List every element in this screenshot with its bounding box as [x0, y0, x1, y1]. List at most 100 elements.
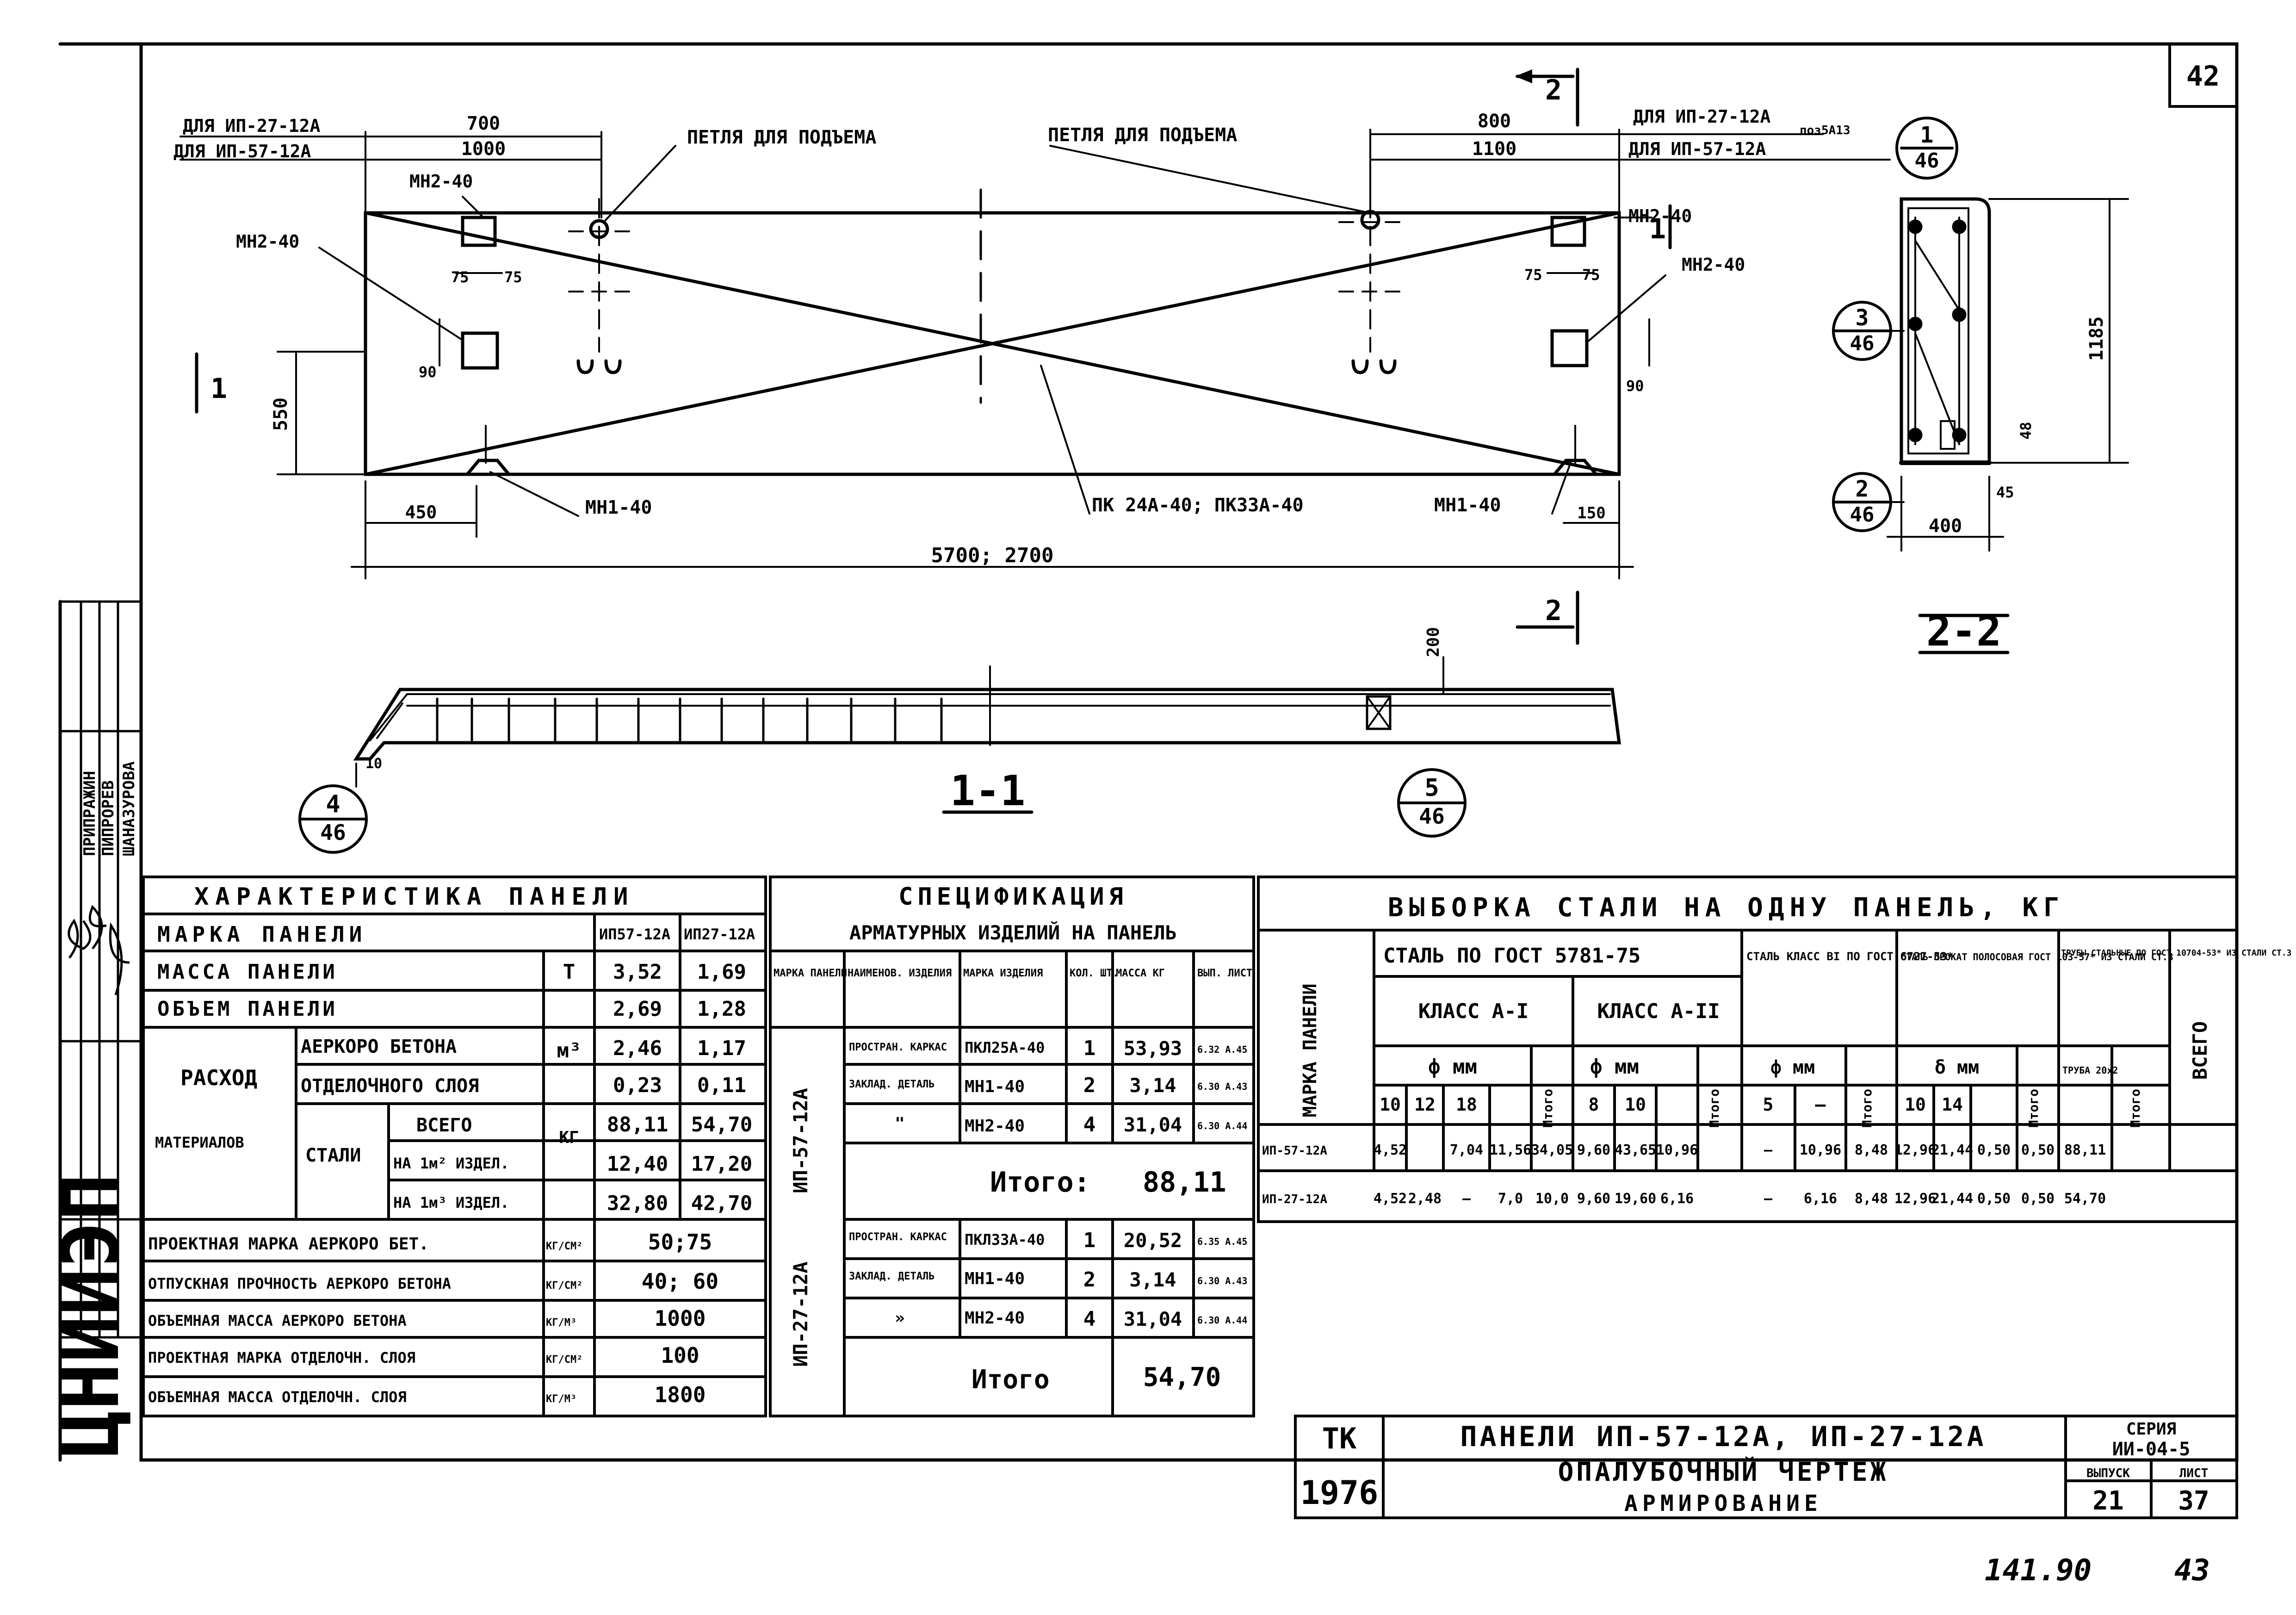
- char-finish-grade-value: 100: [661, 1343, 699, 1368]
- title-line-1: ПАНЕЛИ ИП-57-12А, ИП-27-12А: [1460, 1421, 1986, 1453]
- char-volume-57: 2,69: [613, 997, 662, 1021]
- steel-r1-c14: 0,50: [1977, 1191, 2011, 1207]
- steel-itogo-2: Итого: [1707, 1089, 1722, 1128]
- spec-g2-total-label: Итого: [972, 1365, 1050, 1395]
- spec-g1-r0-c2: 1: [1083, 1037, 1096, 1060]
- dim-90-left: 90: [419, 363, 437, 381]
- section-mark-1-right: 1: [1649, 213, 1666, 245]
- right-label-27: ДЛЯ ИП-27-12А: [1633, 106, 1771, 127]
- steel-delta: δ мм: [1935, 1057, 1979, 1078]
- spec-g1-r0-c0: ПРОСТРАН. КАРКАС: [849, 1042, 947, 1053]
- steel-r1-c9: —: [1764, 1191, 1773, 1207]
- spec-hdr-1: НАИМЕНОВ. ИЗДЕЛИЯ: [848, 968, 952, 979]
- steel-r0-c13: 21,44: [1931, 1142, 1973, 1158]
- side-stamp-row-2: ШАНАЗУРОВА: [120, 761, 138, 856]
- spec-g1-r1-c2: 2: [1083, 1074, 1096, 1097]
- char-finish-grade-label: ПРОЕКТНАЯ МАРКА ОТДЕЛОЧН. СЛОЯ: [148, 1349, 415, 1367]
- section-1-1-title: 1-1: [950, 767, 1026, 815]
- callout-1-num: 1: [1920, 122, 1934, 148]
- spec-g2-r0-c3: 20,52: [1124, 1229, 1182, 1252]
- steel-r1-c10: 6,16: [1804, 1191, 1837, 1207]
- callout-3-num: 3: [1856, 305, 1869, 331]
- side-stamp-grid: [59, 600, 142, 1339]
- steel-r1-c1: 4,52: [1374, 1191, 1407, 1207]
- steel-r0-c10: 10,96: [1800, 1142, 1841, 1158]
- char-hdr-mark: МАРКА ПАНЕЛИ: [157, 922, 366, 947]
- steel-r0-c0: ИП-57-12А: [1262, 1144, 1327, 1158]
- steel-sub-3: 8: [1589, 1094, 1599, 1115]
- callout-circles: [298, 117, 1958, 854]
- spec-g1-r1-c3: 3,14: [1129, 1074, 1176, 1097]
- char-design-grade-label: ПРОЕКТНАЯ МАРКА АЕРКОРО БЕТ.: [148, 1235, 429, 1254]
- steel-hdr-class2: КЛАСС А-II: [1597, 1000, 1720, 1023]
- char-steel-m2-label: НА 1м² ИЗДЕЛ.: [393, 1155, 509, 1172]
- steel-hdr-mark: МАРКА ПАНЕЛИ: [1300, 984, 1321, 1118]
- callout-5-num: 5: [1424, 774, 1439, 802]
- steel-sub-1: 12: [1414, 1094, 1436, 1115]
- mn2-label-mid-left: МН2-40: [236, 231, 299, 252]
- callout-5-sheet: 46: [1419, 804, 1444, 829]
- frames-label: ПК 24А-40; ПК33А-40: [1092, 495, 1304, 516]
- spec-g2-r1-c0: ЗАКЛАД. ДЕТАЛЬ: [849, 1271, 934, 1282]
- char-aerated-27: 1,17: [697, 1037, 746, 1060]
- spec-g2-r0-c2: 1: [1083, 1229, 1096, 1252]
- steel-r0-c11: 8,48: [1855, 1142, 1888, 1158]
- spec-g1-total-label: Итого:: [990, 1166, 1090, 1199]
- dim-75-d: 75: [1582, 266, 1600, 284]
- char-steel-total-label: ВСЕГО: [416, 1115, 472, 1136]
- steel-row-2: ИП-27-12А 4,52 2,48 — 7,0 10,0 9,60 19,6…: [1262, 1191, 2106, 1207]
- sheet-number-box: [2168, 43, 2238, 108]
- sheet-texts: 42 ДЛЯ ИП-27-12А ДЛЯ ИП-57-12А 700 1000 …: [45, 60, 2292, 1588]
- dim-450: 450: [405, 502, 437, 522]
- char-steel-m3-27: 42,70: [691, 1192, 752, 1215]
- spec-g1-r1-c0: ЗАКЛАД. ДЕТАЛЬ: [849, 1079, 934, 1090]
- dim-90-right: 90: [1626, 377, 1644, 395]
- char-finish-27: 0,11: [697, 1074, 746, 1097]
- series-value: ИИ-04-5: [2112, 1439, 2191, 1460]
- signature-scribbles: [68, 905, 130, 995]
- char-finish-density-value: 1800: [655, 1382, 706, 1407]
- steel-r0-c6: 9,60: [1577, 1142, 1610, 1158]
- spec-g2-r2-c2: 4: [1083, 1307, 1096, 1331]
- spec-g2-r0-c0: ПРОСТРАН. КАРКАС: [849, 1231, 947, 1243]
- char-mass-label: МАССА ПАНЕЛИ: [157, 960, 338, 984]
- dim-550: 550: [270, 398, 291, 431]
- callout-4-sheet: 46: [320, 820, 346, 845]
- spec-g2-r2-c3: 31,04: [1124, 1308, 1182, 1330]
- callout-2-num: 2: [1856, 476, 1869, 502]
- steel-row-1: ИП-57-12А 4,52 7,04 11,56 34,05 9,60 43,…: [1262, 1142, 2106, 1158]
- right-dim-27: 800: [1478, 111, 1511, 132]
- steel-hdr-total: ВСЕГО: [2189, 1021, 2211, 1080]
- sheet-number: 42: [2186, 60, 2220, 93]
- spec-title-2: АРМАТУРНЫХ ИЗДЕЛИЙ НА ПАНЕЛЬ: [849, 921, 1177, 944]
- steel-pipe-size: ТРУБА 20х2: [2062, 1065, 2118, 1076]
- spec-hdr-5: ВЫП. ЛИСТ: [1197, 968, 1252, 979]
- char-steel-label: СТАЛИ: [305, 1145, 361, 1166]
- title-year: 1976: [1300, 1474, 1379, 1512]
- spec-hdr-2: МАРКА ИЗДЕЛИЯ: [963, 968, 1043, 979]
- callout-3-sheet: 46: [1850, 332, 1875, 355]
- spec-g2-r1-c2: 2: [1083, 1268, 1096, 1292]
- char-density-value: 1000: [655, 1306, 706, 1331]
- side-stamp-row-0: ПРИПРАЖИН: [80, 771, 99, 856]
- section-mark-2-bottom: 2: [1545, 595, 1562, 627]
- steel-r1-c7: 19,60: [1615, 1191, 1656, 1207]
- char-hdr-27: ИП27-12А: [684, 926, 755, 943]
- steel-sub-8: 14: [1942, 1094, 1963, 1115]
- mn2-label-mid-right: МН2-40: [1682, 255, 1745, 275]
- title-block-grid: [1294, 1415, 2238, 1519]
- steel-r1-c15: 0,50: [2021, 1191, 2055, 1207]
- spec-table-grid: [769, 876, 1255, 1417]
- footer-handwritten-right: 43: [2174, 1553, 2210, 1588]
- section-2-2: [1887, 197, 2129, 654]
- steel-phi-2: ф мм: [1590, 1055, 1639, 1079]
- section-1-1-dim-10: 10: [365, 756, 382, 772]
- char-release-label: ОТПУСКНАЯ ПРОЧНОСТЬ АЕРКОРО БЕТОНА: [148, 1275, 451, 1292]
- total-length: 5700; 2700: [931, 544, 1054, 567]
- spec-g1-r2-c1: МН2-40: [965, 1117, 1025, 1136]
- char-aerated-unit: м³: [557, 1039, 582, 1062]
- steel-r1-c8: 6,16: [1660, 1191, 1694, 1207]
- steel-r0-c8: 10,96: [1656, 1142, 1698, 1158]
- right-dim-57: 1100: [1472, 138, 1516, 160]
